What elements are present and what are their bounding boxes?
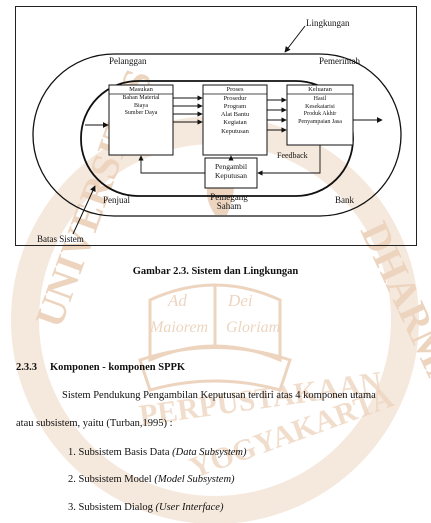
keluaran-item: Produk Akhir	[303, 111, 337, 117]
section-number: 2.3.3	[16, 362, 37, 373]
pengambil-keputusan-items: Pengambil Keputusan	[205, 162, 257, 181]
keluaran-box	[286, 84, 354, 146]
masukan-items: Bahan Material Biaya Sumber Daya	[109, 95, 173, 118]
list-item-text: 3. Subsistem Dialog	[68, 502, 156, 513]
label-penjual: Penjual	[103, 195, 130, 205]
masukan-item: Sumber Daya	[124, 110, 158, 116]
masukan-item: Bahan Material	[122, 95, 160, 101]
proses-item: Keputusan	[221, 127, 249, 135]
label-pelanggan: Pelanggan	[109, 56, 147, 66]
keluaran-title: Keluaran	[308, 86, 332, 93]
pengambil-item: Keputusan	[214, 171, 248, 181]
masukan-title: Masukan	[129, 86, 153, 93]
proses-item: Prosedur	[223, 95, 247, 102]
svg-text:Gloriam: Gloriam	[226, 319, 280, 336]
proses-item: Kegiatan	[223, 119, 247, 127]
keluaran-item: Hasil	[313, 96, 327, 102]
masukan-item: Biaya	[134, 102, 148, 109]
proses-items: Prosedur Program Alat Bantu Kegiatan Kep…	[203, 95, 267, 136]
list-item-italic: (Data Subsystem)	[172, 447, 247, 458]
label-bank: Bank	[335, 195, 354, 205]
list-item: 3. Subsistem Dialog (User Interface)	[68, 502, 223, 513]
proses-item: Program	[223, 103, 247, 111]
svg-text:Dei: Dei	[227, 291, 253, 310]
svg-text:Ad: Ad	[167, 291, 187, 310]
system-environment-diagram: Lingkungan Pelanggan Pemerintah Penjual …	[15, 6, 417, 246]
masukan-box	[108, 84, 174, 156]
label-lingkungan: Lingkungan	[306, 18, 350, 28]
list-item: 1. Subsistem Basis Data (Data Subsystem)	[68, 447, 247, 458]
paragraph-line: Sistem Pendukung Pengambilan Keputusan t…	[62, 390, 376, 401]
label-feedback: Feedback	[277, 151, 308, 160]
label-pemegang-saham: Pemegang Saham	[210, 192, 248, 212]
list-item-italic: (Model Subsystem)	[154, 474, 235, 485]
list-item-text: 2. Subsistem Model	[68, 474, 155, 485]
list-item-italic: (User Interface)	[155, 502, 224, 513]
section-heading: 2.3.3 Komponen - komponen SPPK	[16, 362, 185, 373]
label-batas-sistem: Batas Sistem	[37, 234, 84, 244]
environment-boundary	[32, 53, 402, 217]
figure-frame	[15, 6, 417, 246]
pengambil-item: Pengambil	[214, 162, 248, 171]
proses-title: Proses	[226, 86, 244, 93]
svg-text:Maiorem: Maiorem	[149, 319, 208, 336]
figure-caption: Gambar 2.3. Sistem dan Lingkungan	[132, 266, 299, 277]
paragraph-line: atau subsistem, yaitu (Turban,1995) :	[16, 418, 173, 429]
keluaran-item: Kesekatarisi	[305, 103, 335, 110]
keluaran-items: Hasil Kesekatarisi Produk Akhir Penyampa…	[287, 96, 353, 126]
proses-box	[202, 84, 268, 156]
label-pemerintah: Pemerintah	[319, 56, 360, 66]
list-item-text: 1. Subsistem Basis Data	[68, 447, 173, 458]
diagram-lines	[32, 25, 402, 235]
section-title: Komponen - komponen SPPK	[50, 362, 186, 373]
list-item: 2. Subsistem Model (Model Subsystem)	[68, 474, 235, 485]
keluaran-item: Penyampaian Jasa	[298, 118, 342, 125]
proses-item: Alat Bantu	[220, 111, 250, 119]
